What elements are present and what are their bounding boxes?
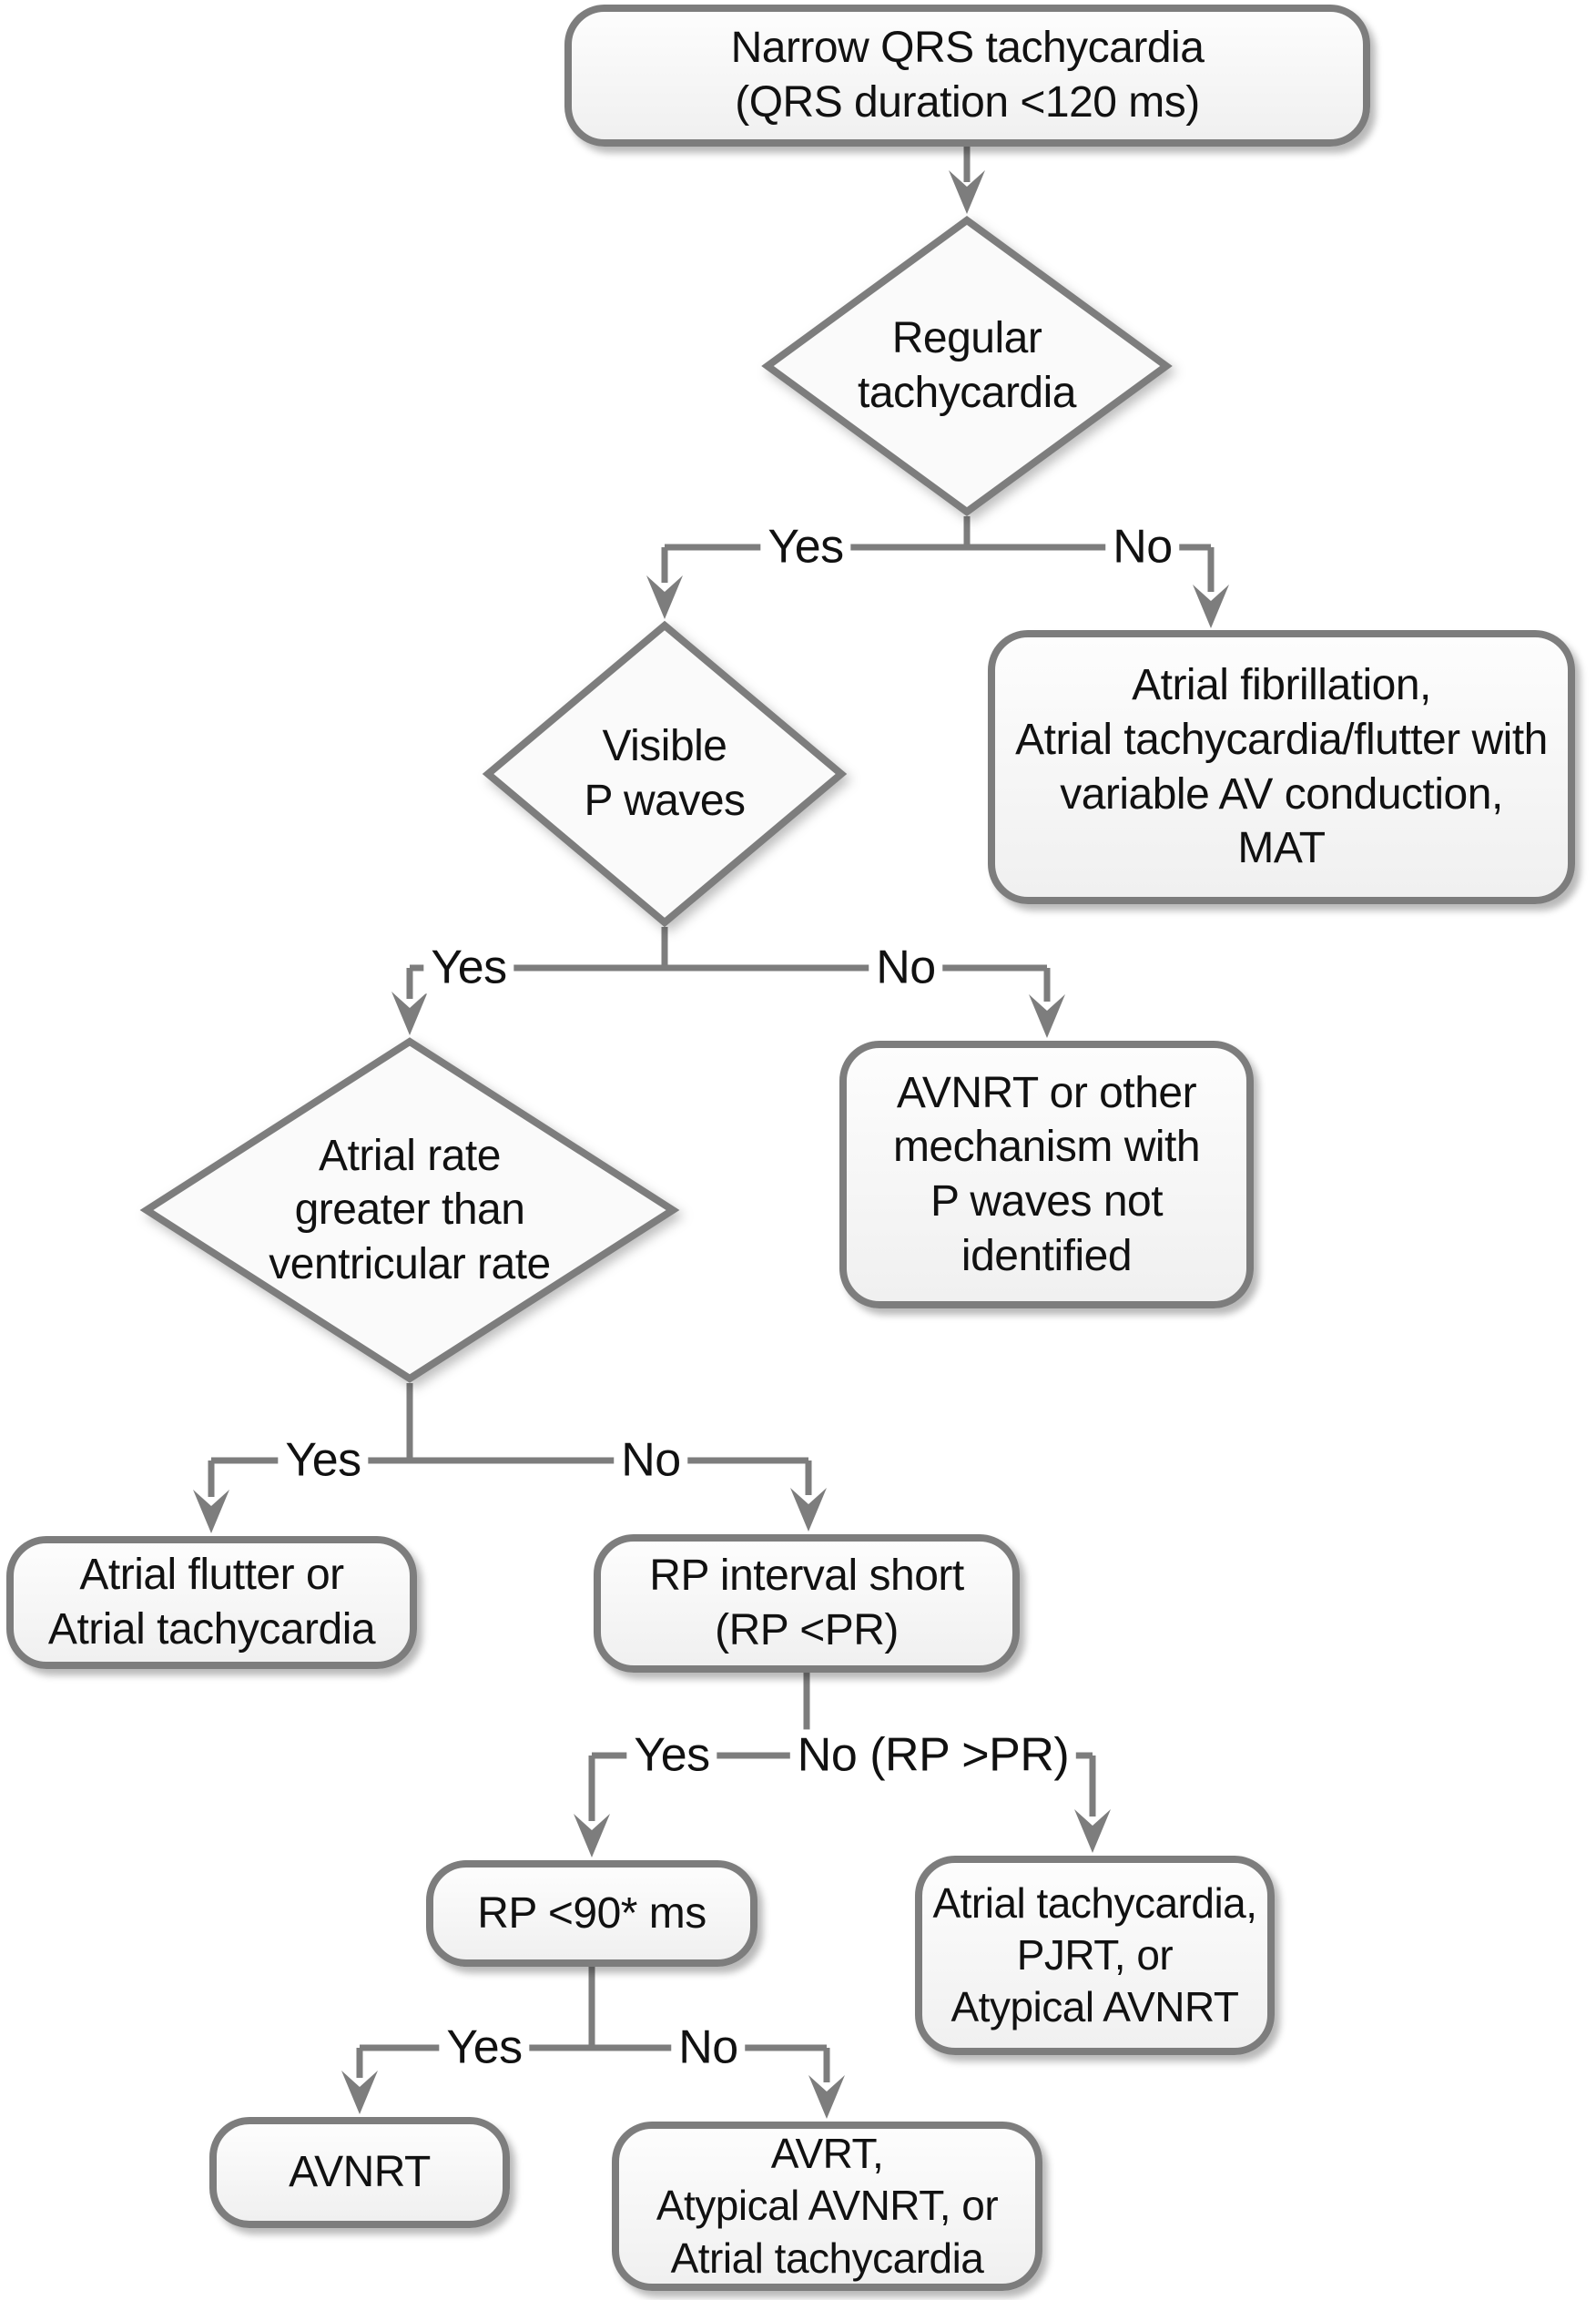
node-start-text: Narrow QRS tachycardia (QRS duration <12… — [730, 24, 1205, 127]
decision-regular-tachycardia: Regular tachycardia — [761, 216, 1173, 516]
arrowhead-into-regular — [949, 170, 985, 214]
node-afib-result: Atrial fibrillation, Atrial tachycardia/… — [988, 630, 1575, 904]
arrowhead-into-rp90 — [574, 1814, 610, 1857]
node-avnrt-text: AVNRT — [289, 2148, 431, 2197]
label-pwaves-no: No — [869, 941, 943, 994]
arrowhead-into-pjrt — [1074, 1809, 1111, 1853]
node-avnrt-unidentified-result: AVNRT or other mechanism with P waves no… — [839, 1041, 1254, 1308]
connector-atrial-rate-split — [208, 1383, 812, 1497]
node-atrial-flutter-text: Atrial flutter or Atrial tachycardia — [47, 1551, 376, 1654]
label-atrial-rate-no: No — [614, 1434, 688, 1487]
node-atrial-flutter-result: Atrial flutter or Atrial tachycardia — [6, 1536, 417, 1669]
label-pwaves-yes: Yes — [423, 941, 514, 994]
arrowhead-into-flutter — [193, 1490, 229, 1533]
label-regular-no: No — [1105, 521, 1180, 574]
node-avrt-result: AVRT, Atypical AVNRT, or Atrial tachycar… — [612, 2122, 1042, 2291]
diamond-shape-regular — [761, 216, 1173, 516]
decision-regular-text: Regular tachycardia — [858, 314, 1076, 417]
decision-pwaves-text: Visible P waves — [584, 722, 746, 825]
connector-regular-split — [661, 516, 1215, 592]
label-rp-short-no: No (RP >PR) — [789, 1729, 1077, 1782]
node-avrt-text: AVRT, Atypical AVNRT, or Atrial tachycar… — [656, 2130, 999, 2282]
node-rp-less-90: RP <90* ms — [426, 1860, 757, 1967]
label-rp90-no: No — [671, 2021, 746, 2074]
arrowhead-into-afib — [1193, 585, 1229, 628]
node-rp-short-text: RP interval short (RP <PR) — [649, 1552, 964, 1654]
node-pjrt-result: Atrial tachycardia, PJRT, or Atypical AV… — [915, 1856, 1275, 2055]
label-rp-short-yes: Yes — [626, 1729, 717, 1782]
arrowhead-into-avrt — [808, 2075, 845, 2119]
label-rp90-yes: Yes — [439, 2021, 530, 2074]
arrowhead-into-avnrt — [341, 2071, 378, 2114]
node-rp-interval-short: RP interval short (RP <PR) — [594, 1534, 1020, 1673]
arrowhead-into-atrial-rate — [391, 992, 428, 1035]
arrowhead-into-rp-short — [790, 1488, 827, 1532]
label-atrial-rate-yes: Yes — [278, 1434, 369, 1487]
decision-atrial-rate-text: Atrial rate greater than ventricular rat… — [269, 1131, 551, 1288]
node-pjrt-text: Atrial tachycardia, PJRT, or Atypical AV… — [932, 1878, 1257, 2031]
node-avnrt-result: AVNRT — [209, 2117, 510, 2228]
connector-rp90-split — [356, 1967, 830, 2082]
node-afib-text: Atrial fibrillation, Atrial tachycardia/… — [1015, 661, 1548, 873]
diamond-shape-pwaves — [482, 620, 848, 928]
decision-visible-p-waves: Visible P waves — [482, 620, 848, 928]
diamond-shape-atrial-rate — [139, 1037, 680, 1383]
node-start: Narrow QRS tachycardia (QRS duration <12… — [564, 5, 1370, 147]
node-avnrt-unidentified-text: AVNRT or other mechanism with P waves no… — [892, 1068, 1201, 1280]
node-rp90-text: RP <90* ms — [477, 1888, 707, 1938]
connector-pwaves-split — [406, 927, 1051, 1002]
label-regular-yes: Yes — [760, 521, 851, 574]
decision-atrial-rate: Atrial rate greater than ventricular rat… — [139, 1037, 680, 1383]
arrowhead-into-pwaves — [646, 575, 683, 619]
arrowhead-into-avnrt-unidentified — [1029, 994, 1065, 1038]
